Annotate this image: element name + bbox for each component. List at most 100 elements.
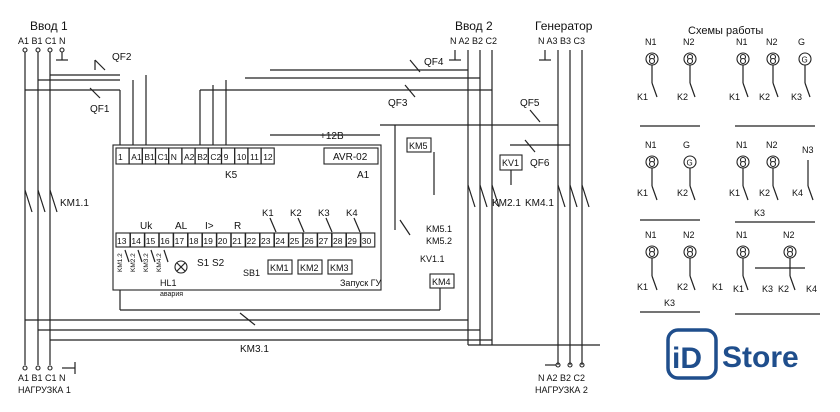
bottom-terminal-label: 22: [247, 236, 257, 246]
kv1-1-label: KV1.1: [420, 254, 445, 264]
input-2-bus: [449, 50, 493, 345]
top-terminal-label: C2: [210, 152, 221, 162]
qf6-label: QF6: [530, 158, 550, 169]
km4-coil-label: KM4: [432, 277, 451, 287]
bottom-terminal-label: 25: [290, 236, 300, 246]
km-aux-contact: [163, 249, 169, 263]
scheme-contact-label: K1: [637, 188, 648, 198]
generator-phases: N A3 B3 C3: [538, 36, 585, 46]
avr-model: AVR-02: [333, 152, 368, 163]
scheme-source-label: G: [798, 37, 805, 47]
top-terminal-label: 9: [224, 152, 229, 162]
relay-wiring: [119, 75, 495, 311]
sb1-label: SB1: [243, 268, 260, 278]
km4-coil: [429, 273, 455, 289]
scheme-contact-label: K1: [712, 282, 723, 292]
group-ir: I>: [205, 221, 214, 232]
bottom-terminal-label: 28: [333, 236, 343, 246]
km2-1-contacts: [467, 184, 500, 208]
scheme-switch: [772, 185, 779, 201]
top-terminal-label: 1: [118, 152, 123, 162]
km1-coil-label: KM1: [270, 263, 289, 273]
km-aux-contact: [150, 249, 156, 263]
bottom-terminal-label: 27: [319, 236, 329, 246]
scheme-switch: [789, 275, 796, 291]
scheme-switch: [742, 185, 749, 201]
bottom-terminal-label: 21: [232, 236, 242, 246]
group-uk: Uk: [140, 221, 153, 232]
bottom-terminal-label: 29: [347, 236, 357, 246]
transformer-winding: [739, 160, 747, 168]
input-1-bus: [22, 47, 68, 365]
qf5-label: QF5: [520, 98, 540, 109]
top-terminal-label: A1: [131, 152, 142, 162]
transformer-winding: [769, 160, 777, 168]
scheme-switch: [772, 82, 779, 98]
bottom-terminal-label: 24: [275, 236, 285, 246]
scheme-source-label: N1: [645, 37, 657, 47]
km3-coil: [327, 259, 353, 275]
scheme-source-label: N2: [783, 230, 795, 240]
start-gu-label: Запуск ГУ: [340, 278, 382, 288]
km1-1-label: KM1.1: [60, 198, 89, 209]
relay-contact: [297, 217, 305, 233]
scheme-contact-label: K3: [754, 208, 765, 218]
scheme-contact-label: K2: [677, 282, 688, 292]
scheme-switch: [651, 185, 658, 201]
bottom-terminal: [360, 232, 376, 248]
qf1-label: QF1: [90, 104, 110, 115]
avr-supply: +12В: [320, 131, 344, 142]
qf3-label: QF3: [388, 98, 408, 109]
relay-contact: [269, 217, 277, 233]
km3-1-label: KM3.1: [240, 344, 269, 355]
km-aux-contact: [137, 249, 143, 263]
logo-id: iD: [672, 342, 702, 375]
scheme-source-label: N1: [736, 37, 748, 47]
top-terminal-label: B1: [144, 152, 155, 162]
km3-coil-label: KM3: [330, 263, 349, 273]
relay-contact-label: K4: [346, 208, 358, 219]
km5-1-label: KM5.1: [426, 224, 452, 234]
relay-contact: [353, 217, 361, 233]
transformer-winding: [648, 160, 656, 168]
qf2-breaker: [38, 59, 120, 81]
scheme-contact-label: K1: [729, 188, 740, 198]
top-terminal-label: N: [171, 152, 177, 162]
generator-letter: G: [802, 56, 808, 65]
logo-frame: [666, 328, 718, 380]
group-al: AL: [175, 221, 188, 232]
transformer-winding: [769, 57, 777, 65]
s2-label: S2: [212, 258, 225, 269]
qf1-breaker: [25, 87, 120, 99]
transformer-winding: [648, 250, 656, 258]
scheme-contact-label: K1: [733, 284, 744, 294]
km-aux-label: KM2.2: [130, 253, 137, 272]
scheme-source-label: N2: [683, 230, 695, 240]
qf4-label: QF4: [424, 57, 444, 68]
bottom-terminal-label: 23: [261, 236, 271, 246]
transformer-winding: [648, 57, 656, 65]
km1-1-contacts: [24, 189, 58, 213]
km2-coil: [297, 259, 323, 275]
load-2-phases: N A2 B2 C2: [538, 373, 585, 383]
scheme-source-label: N3: [802, 145, 814, 155]
scheme-contact-label: K1: [637, 282, 648, 292]
scheme-contact-label: K1: [729, 92, 740, 102]
top-terminal-label: C1: [158, 152, 169, 162]
transformer-winding: [786, 250, 794, 258]
scheme-contact-label: K4: [806, 284, 817, 294]
generator-title: Генератор: [535, 19, 593, 33]
load-1-title: НАГРУЗКА 1: [18, 385, 71, 395]
scheme-switch: [689, 185, 696, 201]
transformer-winding: [739, 57, 747, 65]
scheme-switch: [689, 82, 696, 98]
kv1-label: KV1: [502, 158, 519, 168]
relay-contact: [325, 217, 333, 233]
scheme-switch: [651, 82, 658, 98]
top-terminal-label: A2: [184, 152, 195, 162]
generator-bus: [539, 50, 583, 335]
